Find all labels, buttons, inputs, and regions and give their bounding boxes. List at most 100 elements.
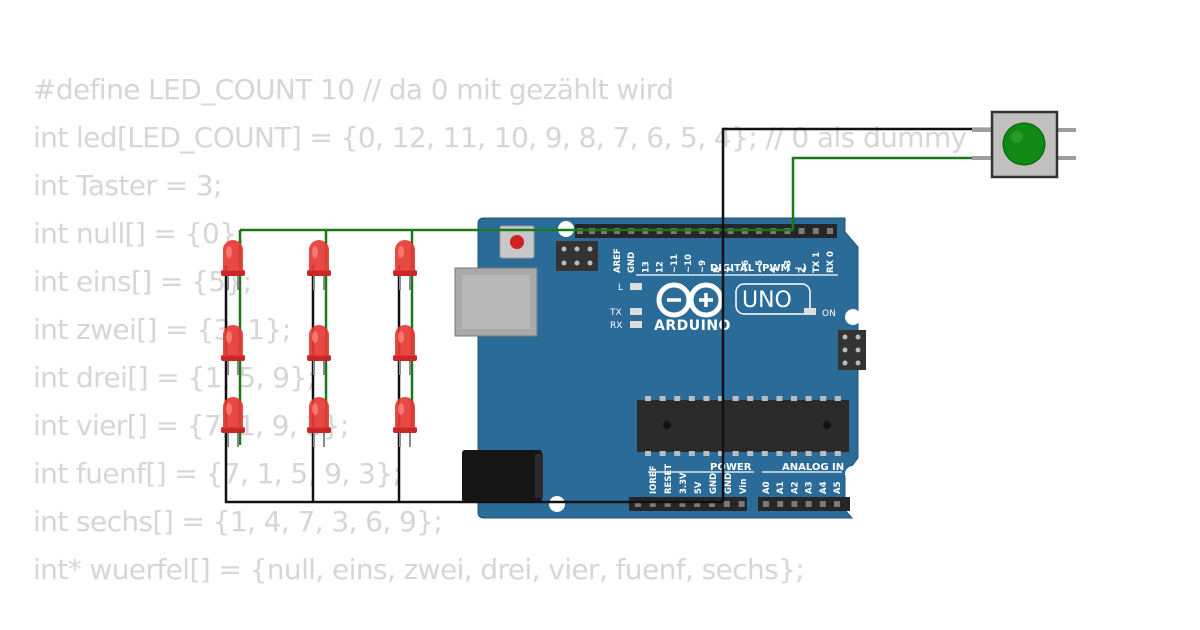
red-led[interactable]: [307, 325, 331, 375]
chip-pin: [791, 396, 797, 401]
header-pin[interactable]: [709, 501, 715, 507]
header-pin[interactable]: [827, 228, 833, 234]
red-led[interactable]: [393, 397, 417, 447]
digital-pin-label: ~6: [741, 260, 751, 273]
digital-section-label: DIGITAL (PWM ~): [710, 263, 807, 274]
digital-pin-label: GND: [627, 252, 637, 273]
mount-hole: [845, 309, 861, 325]
chip-pin: [703, 396, 710, 401]
wire-black-button-gnd[interactable]: [721, 127, 992, 502]
chip-pin: [834, 396, 841, 401]
code-line: int sechs[] = {1, 4, 7, 3, 6, 9};: [33, 505, 443, 538]
button-cap[interactable]: [1002, 122, 1046, 166]
digital-pin-label: 13: [641, 261, 651, 273]
digital-pin-label: ~9: [698, 260, 708, 273]
header-pin[interactable]: [679, 501, 686, 507]
analog-pin-label: A4: [819, 481, 829, 494]
icsp-header-top: [556, 241, 598, 271]
led-on: [804, 308, 816, 315]
led-l-label: L: [618, 283, 623, 293]
header-pin[interactable]: [798, 228, 805, 234]
led-rx: [630, 321, 642, 328]
led-l: [630, 283, 642, 290]
power-header: [629, 497, 747, 511]
chip-pin: [805, 451, 812, 456]
chip-pin: [776, 396, 783, 401]
header-pin[interactable]: [812, 228, 819, 234]
digital-pin-label: 7: [727, 267, 737, 273]
led-grid: [221, 240, 417, 447]
power-pin-label: IOREF: [649, 465, 659, 494]
header-pin[interactable]: [738, 501, 745, 507]
chip-pin: [761, 396, 768, 401]
code-line: #define LED_COUNT 10 // da 0 mit gezählt…: [33, 73, 674, 106]
header-pin[interactable]: [819, 501, 826, 507]
header-pin[interactable]: [694, 501, 701, 507]
digital-pin-label: ~3: [783, 260, 793, 273]
button-leg: [1055, 128, 1076, 132]
chip-pin: [674, 396, 681, 401]
header-pin[interactable]: [805, 501, 812, 507]
header-pin[interactable]: [723, 501, 730, 507]
digital-pin-label: RX 0: [826, 251, 836, 273]
led-rx-label: RX: [610, 321, 622, 331]
code-line: int* wuerfel[] = {null, eins, zwei, drei…: [33, 553, 805, 586]
code-line: int drei[] = {1, 5, 9};: [33, 361, 316, 394]
red-led[interactable]: [221, 325, 245, 375]
power-jack: [462, 450, 542, 502]
header-pin[interactable]: [777, 501, 784, 507]
analog-header: [758, 497, 850, 511]
power-pin-label: GND: [724, 473, 734, 494]
atmega-chip: [637, 396, 849, 456]
analog-pin-label: A0: [762, 481, 772, 494]
digital-pin-label: TX 1: [812, 252, 822, 273]
digital-pin-label: 8: [712, 267, 722, 273]
power-pin-label: Vin: [739, 479, 749, 494]
chip-pin: [659, 451, 666, 456]
red-led[interactable]: [221, 240, 245, 290]
red-led[interactable]: [307, 240, 331, 290]
header-pin[interactable]: [763, 501, 769, 507]
chip-pin: [659, 396, 666, 401]
mount-hole: [845, 466, 861, 482]
red-led[interactable]: [221, 397, 245, 447]
digital-pin-label: 4: [769, 267, 779, 273]
digital-pin-label: AREF: [613, 248, 623, 273]
red-led[interactable]: [307, 397, 331, 447]
chip-pin: [688, 396, 695, 401]
chip-pin: [732, 451, 739, 456]
chip-pin: [747, 451, 754, 456]
wire-green-button[interactable]: [791, 156, 992, 230]
analog-pin-label: A1: [776, 481, 786, 494]
reset-button-cap[interactable]: [510, 235, 524, 249]
power-section-label: POWER: [710, 462, 752, 473]
power-jack-side: [535, 454, 543, 498]
digital-pin-label: 2: [798, 267, 808, 273]
red-led[interactable]: [393, 325, 417, 375]
chip-pin: [688, 451, 695, 456]
header-pin[interactable]: [834, 501, 840, 507]
led-tx-label: TX: [609, 308, 622, 318]
header-pin[interactable]: [649, 501, 656, 507]
analog-pin-label: A2: [790, 481, 800, 494]
red-led[interactable]: [393, 240, 417, 290]
code-line: int Taster = 3;: [33, 169, 222, 202]
code-line: int vier[] = {7, 1, 9, 3};: [33, 409, 349, 442]
chip-pin: [820, 451, 827, 456]
header-pin[interactable]: [664, 501, 671, 507]
header-pin[interactable]: [635, 501, 641, 507]
analog-pin-label: A5: [833, 481, 843, 494]
code-line: int zwei[] = {3, 1};: [33, 313, 291, 346]
arduino-logo-icon: [656, 282, 724, 318]
chip-pin: [718, 451, 724, 456]
code-line: int led[LED_COUNT] = {0, 12, 11, 10, 9, …: [33, 121, 967, 154]
chip-pin: [747, 396, 754, 401]
header-pin[interactable]: [791, 501, 798, 507]
push-button[interactable]: [972, 110, 1076, 179]
button-highlight: [1011, 131, 1023, 143]
